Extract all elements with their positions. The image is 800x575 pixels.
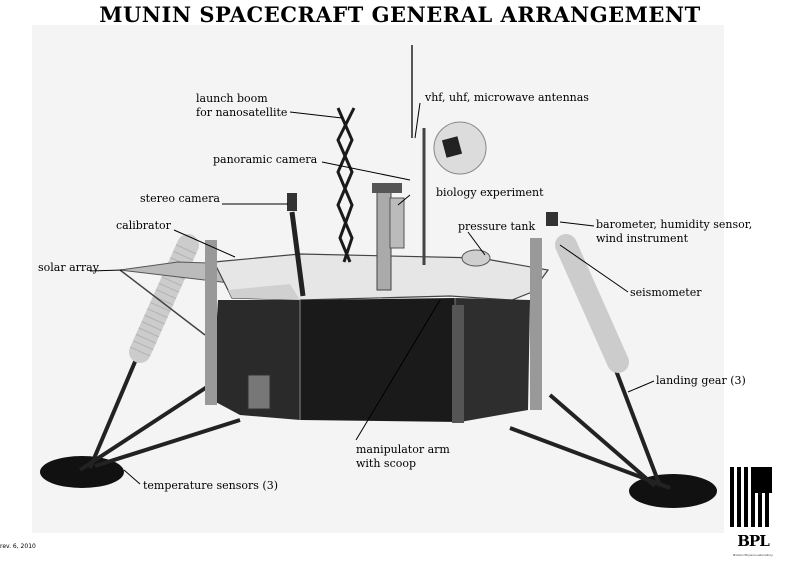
label-antennas: vhf, uhf, microwave antennas <box>425 91 589 105</box>
label-biology-experiment: biology experiment <box>436 186 544 200</box>
label-solar-array: solar array <box>38 261 99 275</box>
revision-note: rev. 6, 2010 <box>0 543 36 550</box>
shock-absorber-right <box>566 245 618 362</box>
label-seismometer: seismometer <box>630 286 702 300</box>
label-panoramic-camera: panoramic camera <box>213 153 317 167</box>
biology-experiment <box>390 198 404 248</box>
electronics-box <box>248 375 270 409</box>
panoramic-camera <box>372 183 402 193</box>
label-landing-gear: landing gear (3) <box>656 374 746 388</box>
body-front <box>300 298 460 422</box>
bpl-logo-subtext: Boston Physics Laboratory <box>729 553 777 557</box>
label-calibrator: calibrator <box>116 219 171 233</box>
label-pressure-tank: pressure tank <box>458 220 535 234</box>
label-manipulator-arm: manipulator arm with scoop <box>356 443 450 471</box>
label-stereo-camera: stereo camera <box>140 192 220 206</box>
label-barometer: barometer, humidity sensor, wind instrum… <box>596 218 752 246</box>
body-side-right <box>455 298 530 422</box>
pressure-tank <box>462 250 490 266</box>
launch-boom <box>338 108 354 262</box>
bpl-logo-stripes <box>730 467 772 527</box>
bpl-logo-text: BPL <box>729 532 777 550</box>
shock-absorber-left <box>140 245 188 352</box>
barometer-instrument <box>546 212 558 226</box>
label-temperature-sensors: temperature sensors (3) <box>143 479 278 493</box>
stereo-camera <box>287 193 297 211</box>
manipulator-arm <box>452 305 464 423</box>
label-launch-boom: launch boom for nanosatellite <box>196 92 287 120</box>
